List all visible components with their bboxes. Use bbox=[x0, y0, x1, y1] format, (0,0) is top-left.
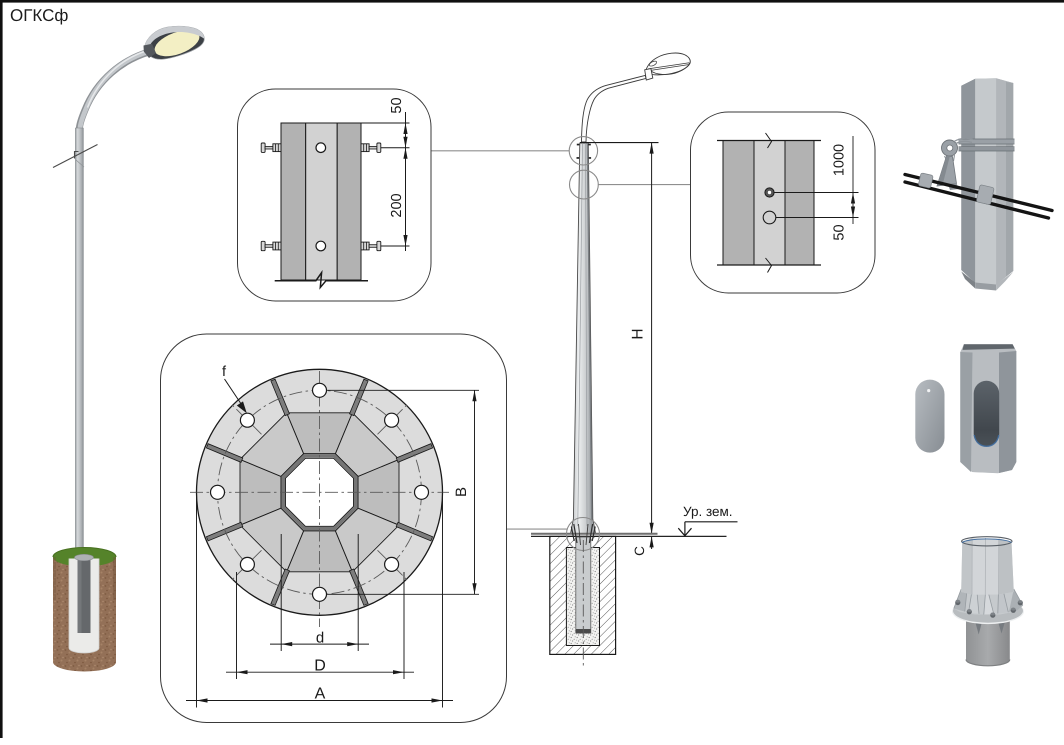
svg-text:B: B bbox=[453, 487, 470, 497]
svg-text:Ур. зем.: Ур. зем. bbox=[683, 504, 733, 519]
svg-text:200: 200 bbox=[389, 193, 405, 217]
svg-text:D: D bbox=[314, 658, 326, 675]
svg-text:ОГКСф: ОГКСф bbox=[10, 6, 68, 25]
svg-text:f: f bbox=[222, 364, 227, 380]
svg-text:50: 50 bbox=[832, 224, 848, 240]
svg-text:50: 50 bbox=[389, 97, 405, 113]
svg-text:d: d bbox=[316, 630, 324, 647]
svg-text:1000: 1000 bbox=[832, 144, 848, 176]
svg-text:С: С bbox=[632, 546, 647, 556]
svg-text:A: A bbox=[315, 686, 326, 703]
svg-text:H: H bbox=[630, 328, 647, 339]
